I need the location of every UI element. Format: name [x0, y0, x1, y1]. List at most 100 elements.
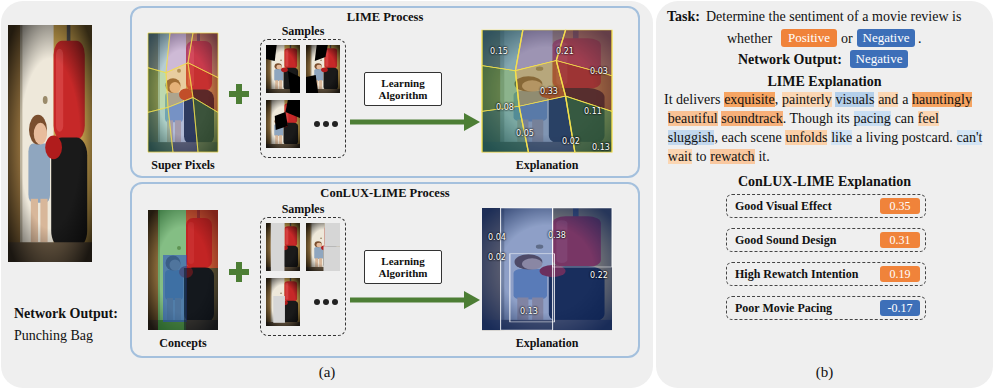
highlighted-word: feel: [918, 111, 939, 126]
dashed-outline: [260, 217, 346, 336]
task-text: whether: [727, 31, 772, 46]
label-holder: Network Output:: [14, 304, 118, 323]
concept-box: Good Sound Design 0.31: [726, 228, 926, 252]
label-holder: Punching Bag: [14, 326, 93, 345]
class-badge: Negative: [850, 50, 908, 68]
dashed-outline: [260, 39, 346, 158]
label-holder: 0.02: [488, 246, 506, 264]
concept-label: Good Sound Design: [735, 233, 836, 247]
output-value: Punching Bag: [14, 328, 93, 343]
highlighted-word: can't: [957, 130, 983, 145]
highlighted-word: hauntingly: [912, 92, 972, 107]
score-number: 0.33: [540, 87, 558, 96]
concept-label: Poor Movie Pacing: [735, 301, 832, 315]
highlighted-word: and: [878, 92, 898, 107]
highlighted-word: soundtrack: [721, 111, 782, 126]
highlighted-word: pacing: [854, 111, 891, 126]
output-heading: Network Output:: [14, 306, 118, 321]
label-holder: 0.13: [520, 300, 538, 318]
section-heading: ConLUX-LIME Explanation: [738, 174, 911, 189]
score-number: 0.22: [590, 271, 608, 280]
label-holder: 0.22: [590, 264, 608, 282]
highlighted-word: unfolds: [785, 130, 827, 145]
review-text: ,: [775, 92, 779, 107]
label-holder: 0.02: [562, 130, 580, 148]
class-label: Negative: [856, 51, 903, 67]
task-heading: Task:: [667, 9, 700, 24]
review-paragraph: It delivers exquisite,painterlyvisuals and…: [664, 90, 992, 166]
label-holder: 0.38: [548, 224, 566, 242]
score-badge: 0.35: [880, 198, 920, 214]
score-value: -0.17: [888, 301, 913, 315]
review-text: , each scene: [714, 130, 781, 145]
label-holder: 0.11: [584, 100, 602, 118]
review-text: . Though its: [783, 111, 850, 126]
panel-tag: (a): [319, 363, 336, 381]
concept-label: Good Visual Effect: [735, 199, 832, 213]
label-holder: Task:: [667, 7, 700, 26]
label-holder: 0.33: [540, 80, 558, 98]
review-text: to: [696, 149, 707, 164]
image-tile: Super Pixels: [143, 33, 223, 172]
label-holder: 0.05: [516, 122, 534, 140]
review-text: a living postcard.: [856, 130, 953, 145]
review-text: it.: [758, 149, 769, 164]
process-title: LIME Process: [347, 10, 424, 25]
score-number: 0.13: [520, 307, 538, 316]
label-holder: ConLUX-LIME Explanation: [656, 172, 993, 191]
score-number: 0.05: [516, 129, 534, 138]
highlighted-word: wait: [668, 149, 692, 164]
label-holder: 0.03: [590, 60, 608, 78]
panel: (a)LIME ProcessSuper PixelsSamplesLearni…: [1, 1, 653, 388]
score-number: 0.02: [488, 253, 506, 262]
samples-caption: Samples: [282, 202, 325, 216]
highlighted-word: painterly: [782, 92, 832, 107]
highlighted-word: sluggish: [668, 130, 715, 145]
algorithm-label: Learning Algorithm: [365, 255, 441, 279]
score-number: 0.08: [496, 103, 514, 112]
concept-box: Poor Movie Pacing -0.17: [726, 296, 926, 320]
review-text: can: [895, 111, 914, 126]
score-number: 0.38: [548, 231, 566, 240]
highlighted-word: beautiful: [668, 111, 718, 126]
highlighted-word: exquisite: [724, 92, 775, 107]
highlighted-word: rewatch: [710, 149, 754, 164]
review-text: a: [902, 92, 908, 107]
score-value: 0.35: [890, 199, 911, 213]
task-text: .: [918, 31, 922, 46]
label-holder: 0.13: [592, 136, 610, 154]
concept-box: Good Visual Effect 0.35: [726, 194, 926, 218]
section-heading: LIME Explanation: [768, 74, 882, 89]
concept-label: High Rewatch Intention: [735, 267, 858, 281]
output-heading: Network Output:: [738, 52, 842, 67]
label-holder: or: [841, 29, 853, 48]
image-caption: Concepts: [159, 336, 206, 350]
highlighted-word: visuals: [835, 92, 874, 107]
samples-group: Samples: [260, 202, 346, 336]
score-number: 0.02: [562, 137, 580, 146]
score-number: 0.11: [584, 107, 602, 116]
image-caption: Explanation: [516, 158, 579, 172]
score-badge: -0.17: [880, 300, 920, 316]
highlighted-word: like: [831, 130, 852, 145]
image-caption: Explanation: [516, 336, 579, 350]
score-number: 0.21: [556, 47, 574, 56]
process-box: ConLUX-LIME ProcessConceptsSamplesLearni…: [130, 182, 640, 358]
score-value: 0.31: [890, 233, 911, 247]
label-holder: 0.04: [488, 226, 506, 244]
score-number: 0.13: [592, 143, 610, 152]
review-text: It delivers: [664, 92, 720, 107]
class-badge: Positive: [781, 29, 837, 47]
label-holder: 0.08: [496, 96, 514, 114]
algorithm-label: Learning Algorithm: [365, 77, 441, 101]
score-value: 0.19: [890, 267, 911, 281]
label-holder: 0.15: [490, 40, 508, 58]
label-holder: Network Output:: [738, 50, 842, 69]
image-tile: Concepts: [143, 210, 223, 350]
algorithm-box: Learning Algorithm: [364, 72, 442, 106]
label-holder: LIME Explanation: [656, 72, 993, 91]
image-caption: Super Pixels: [151, 158, 214, 172]
label-holder: whether: [727, 29, 772, 48]
label-holder: Determine the sentiment of a movie revie…: [706, 7, 961, 26]
score-number: 0.04: [488, 233, 506, 242]
